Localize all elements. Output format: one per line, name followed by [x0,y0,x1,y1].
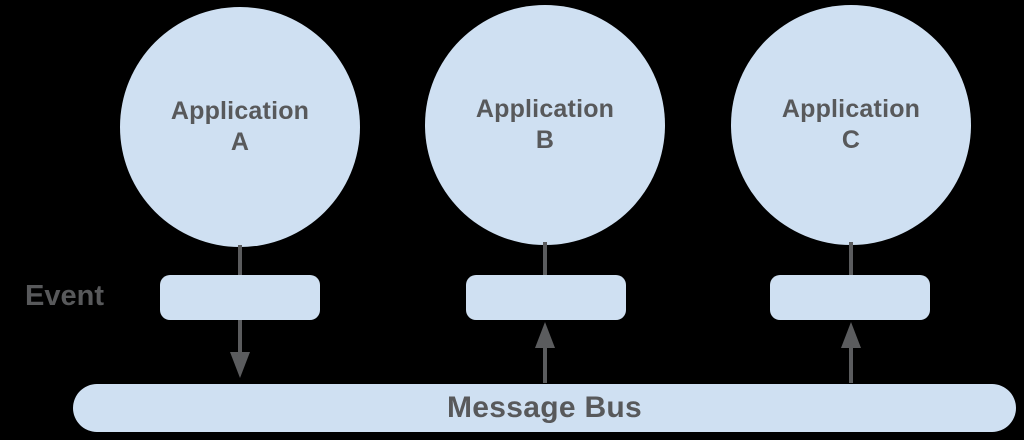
connector-line-b [543,242,547,276]
arrow-up-icon [841,322,861,348]
arrow-b-shaft [543,346,547,383]
message-bus-label: Message Bus [446,391,643,424]
application-c-label-line1: Application [781,95,921,123]
application-a-node: Application A [120,7,360,247]
message-bus-bar: Message Bus [73,384,1016,432]
event-box-b [466,275,626,320]
event-box-a [160,275,320,320]
arrow-a-shaft [238,320,242,353]
application-b-label-line1: Application [475,95,615,123]
arrow-up-icon [535,322,555,348]
connector-line-a [238,245,242,276]
application-c-node: Application C [731,5,971,245]
event-label: Event [25,280,104,312]
connector-line-c [849,242,853,276]
application-a-label-line1: Application [170,97,310,125]
application-c-label-line2: C [841,126,861,154]
arrow-down-icon [230,352,250,378]
application-b-node: Application B [425,5,665,245]
arrow-c-shaft [849,346,853,383]
application-b-label-line2: B [535,126,555,154]
application-a-label-line2: A [230,128,250,156]
event-box-c [770,275,930,320]
